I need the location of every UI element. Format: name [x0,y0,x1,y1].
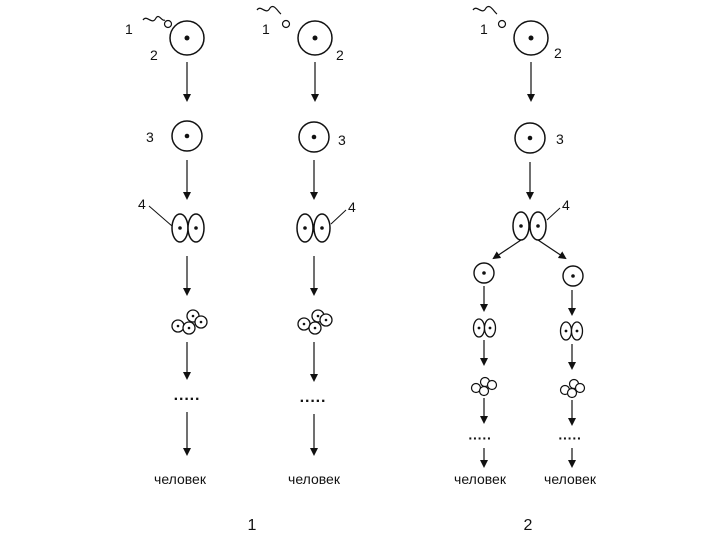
twin-branch-left: ····· человек [454,262,507,487]
panel-number-2: 2 [524,517,533,534]
sperm-icon [142,15,173,29]
four-cell-cluster-icon [171,309,208,335]
zygote-icon [514,122,546,154]
four-cell-cluster-icon [297,309,333,335]
outcome-label: человек [544,471,597,487]
panel-1-column-a: 1 2 3 4 [125,15,208,487]
ellipsis: ····· [300,393,327,410]
label-egg: 2 [554,45,562,61]
two-cell-embryo-icon [559,321,584,341]
label-two-cell: 4 [348,199,356,215]
four-cell-cluster-icon [559,378,586,399]
split-arrow-right [537,239,567,260]
egg-cell-icon [297,20,333,56]
outcome-label: человек [454,471,507,487]
label-two-cell: 4 [138,196,146,212]
label-sperm: 1 [262,21,270,37]
pointer-line [546,207,561,221]
label-egg: 2 [150,47,158,63]
outcome-label: человек [288,471,341,487]
split-arrow-left [492,239,522,260]
zygote-icon [298,121,330,153]
twin-branch-right: ····· человек [544,265,597,487]
pointer-line [148,205,173,227]
panel-number-1: 1 [248,517,257,534]
egg-cell-icon [513,20,549,56]
ellipsis: ····· [558,430,581,446]
egg-cell-icon [169,20,205,56]
ellipsis: ····· [468,430,491,446]
outcome-label: человек [154,471,207,487]
two-cell-embryo-icon [171,213,205,243]
panel-2: 1 2 3 4 [454,5,597,487]
ellipsis: ····· [174,391,201,408]
label-sperm: 1 [480,21,488,37]
sperm-icon [472,5,507,29]
panel-1-column-b: 1 2 3 4 [256,5,356,487]
two-cell-embryo-icon [472,318,497,338]
separated-cell-icon [473,262,495,284]
label-zygote: 3 [338,132,346,148]
four-cell-cluster-icon [470,376,498,397]
two-cell-embryo-icon [296,213,331,243]
zygote-icon [171,120,203,152]
separated-cell-icon [562,265,584,287]
label-sperm: 1 [125,21,133,37]
label-egg: 2 [336,47,344,63]
label-zygote: 3 [556,131,564,147]
pointer-line [330,209,347,225]
label-zygote: 3 [146,129,154,145]
sperm-icon [256,5,291,29]
label-two-cell: 4 [562,197,570,213]
two-cell-embryo-icon [512,211,547,241]
